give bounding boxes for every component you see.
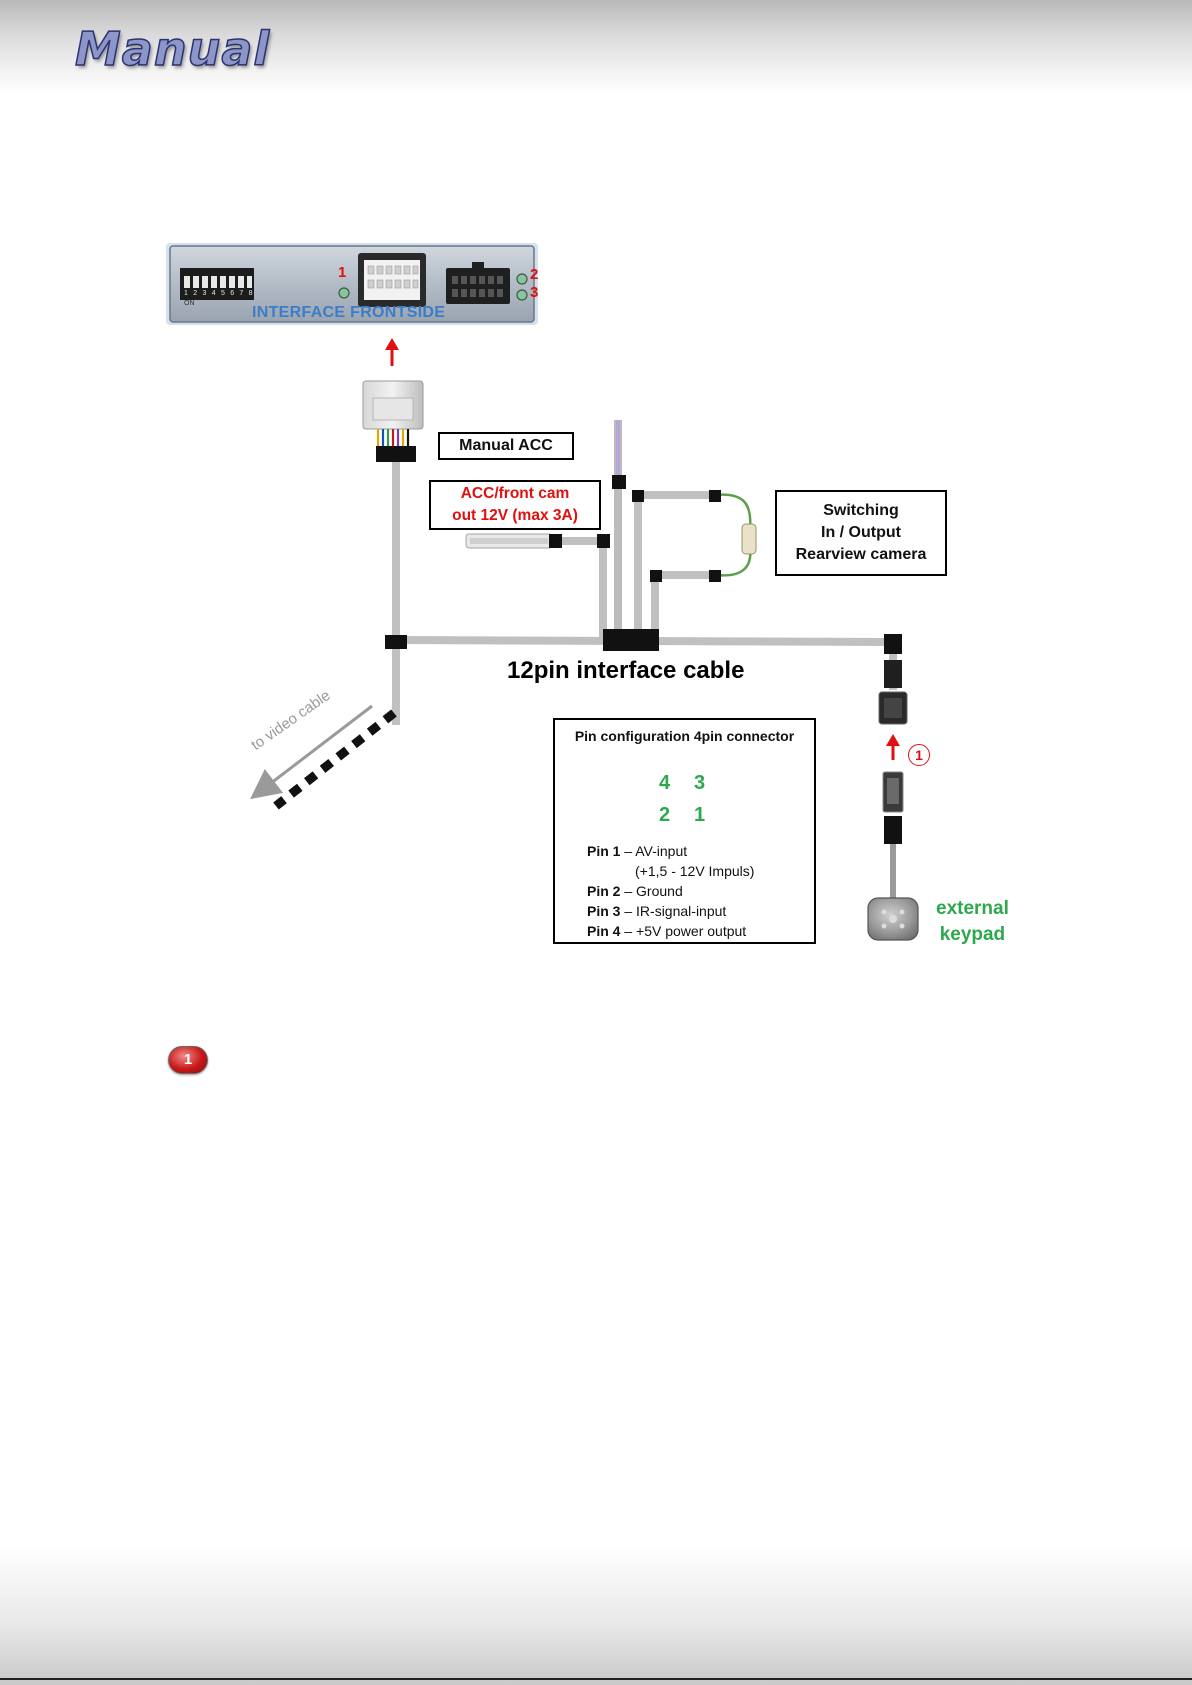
red-arrow-connector (886, 734, 900, 760)
second-socket (446, 268, 510, 304)
pin-desc: – IR-signal-input (624, 903, 727, 919)
interface-front-label: INTERFACE FRONTSIDE (252, 304, 446, 321)
pin-desc: – AV-input (624, 843, 688, 859)
acc-terminal (465, 533, 553, 549)
pin-name: Pin 4 (587, 923, 621, 939)
pin-number-2: 2 (659, 804, 671, 826)
connector-marker-one: 1 (908, 744, 930, 766)
led-2 (516, 273, 528, 285)
pin-name: Pin 2 (587, 883, 621, 899)
pin-number-3: 3 (694, 772, 706, 794)
cable-label: 12pin interface cable (507, 657, 745, 684)
legend-badge-one: 1 (168, 1046, 208, 1074)
switching-line-1: Switching (823, 502, 899, 519)
interface-module (166, 243, 538, 325)
pin-list: Pin 1 – AV-input (+1,5 - 12V Impuls) Pin… (587, 841, 754, 941)
pin-name: Pin 3 (587, 903, 621, 919)
pin-row-1-note: (+1,5 - 12V Impuls) (587, 861, 754, 881)
switching-label: Switching In / Output Rearview camera (775, 490, 947, 576)
cable-blocks (385, 475, 902, 654)
page-title: Manual (74, 21, 271, 77)
footer-band (0, 1545, 1192, 1685)
pin-desc: – +5V power output (624, 923, 747, 939)
pin-number-4: 4 (659, 772, 671, 794)
footer-line (0, 1678, 1192, 1680)
12pin-plug (362, 380, 424, 462)
pin-row-4: Pin 4 – +5V power output (587, 921, 754, 941)
red-arrow-module (385, 338, 399, 366)
keypad-icon (867, 897, 919, 941)
led-label-1: 1 (338, 264, 347, 281)
manual-acc-label: Manual ACC (438, 432, 574, 460)
led-3 (516, 289, 528, 301)
to-video-cable-arrow (250, 704, 397, 810)
pin-row-2: Pin 2 – Ground (587, 881, 754, 901)
pin-row-1: Pin 1 – AV-input (587, 841, 754, 861)
dip-switch-numbers: 1 2 3 4 5 6 7 8 (184, 290, 255, 297)
switching-line-2: In / Output (821, 524, 901, 541)
external-keypad-label: external keypad (936, 898, 1009, 945)
pin-desc: (+1,5 - 12V Impuls) (635, 863, 755, 879)
acc-front-cam-label: ACC/front cam out 12V (max 3A) (429, 480, 601, 530)
4pin-connector (878, 660, 908, 725)
led-label-2: 2 (530, 266, 539, 283)
pin-configuration-box: Pin configuration 4pin connector 4 3 2 1… (553, 718, 816, 944)
led-label-3: 3 (530, 284, 539, 301)
pin-row-3: Pin 3 – IR-signal-input (587, 901, 754, 921)
pin-name: Pin 1 (587, 843, 621, 859)
pin-desc: – Ground (624, 883, 683, 899)
pin-number-1: 1 (694, 804, 706, 826)
pin-config-title: Pin configuration 4pin connector (574, 728, 795, 744)
keypad-plug (882, 771, 904, 900)
fuse-holder (741, 523, 757, 555)
switching-line-3: Rearview camera (795, 546, 927, 563)
dip-switch-on: ON (184, 300, 195, 307)
led-1 (338, 287, 350, 299)
header-band (0, 0, 1192, 95)
